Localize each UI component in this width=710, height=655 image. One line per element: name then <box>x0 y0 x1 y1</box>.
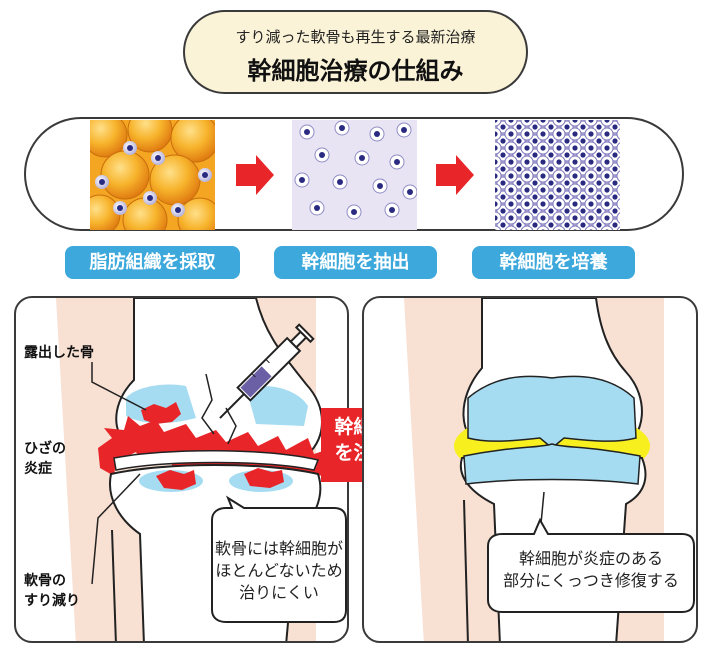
fat-cells <box>90 120 215 230</box>
left-callout: 軟骨には幹細胞が ほとんどないため 治りにくい <box>212 538 346 604</box>
left-callout-line1: 軟骨には幹細胞が <box>214 539 343 558</box>
right-callout: 幹細胞が炎症のある 部分にくっつき修復する <box>488 548 694 592</box>
syringe-icon <box>219 323 315 419</box>
healing-knee-panel: 幹細胞が炎症のある 部分にくっつき修復する <box>362 296 698 643</box>
label-cartilage-wear-line2: すり減り <box>24 593 80 609</box>
label-cartilage-wear-line1: 軟骨の <box>24 573 66 589</box>
damaged-knee-illustration <box>56 298 347 641</box>
fat-tissue-image <box>90 120 215 230</box>
label-exposed-bone: 露出した骨 <box>24 345 94 361</box>
step-label-harvest-fat: 脂肪組織を採取 <box>65 246 240 279</box>
damaged-knee-panel: 露出した骨 ひざの 炎症 軟骨の すり減り 軟骨には幹細胞が ほとんどないため … <box>14 296 349 643</box>
stem-cells-in-fat <box>95 141 212 217</box>
step-label-culture-stem-cells: 幹細胞を培養 <box>472 246 635 279</box>
cultured-stem-cells-image <box>495 120 620 230</box>
right-callout-line2: 部分にくっつき修復する <box>503 571 679 590</box>
left-callout-line2: ほとんどないため <box>215 561 343 580</box>
step-arrow-2 <box>436 155 474 195</box>
label-knee-inflammation-line1: ひざの <box>24 441 66 457</box>
step-label-extract-stem-cells: 幹細胞を抽出 <box>274 246 437 279</box>
page-title: 幹細胞治療の仕組み <box>247 56 464 85</box>
label-knee-inflammation-line2: 炎症 <box>24 461 52 477</box>
right-callout-line1: 幹細胞が炎症のある <box>518 549 663 568</box>
healing-knee-illustration <box>404 298 695 641</box>
extracted-stem-cells-image <box>292 120 417 230</box>
subtitle: すり減った軟骨も再生する最新治療 <box>235 28 476 46</box>
left-callout-line3: 治りにくい <box>239 583 319 602</box>
title-box: すり減った軟骨も再生する最新治療 幹細胞治療の仕組み <box>183 10 528 94</box>
step-arrow-1 <box>236 155 274 195</box>
